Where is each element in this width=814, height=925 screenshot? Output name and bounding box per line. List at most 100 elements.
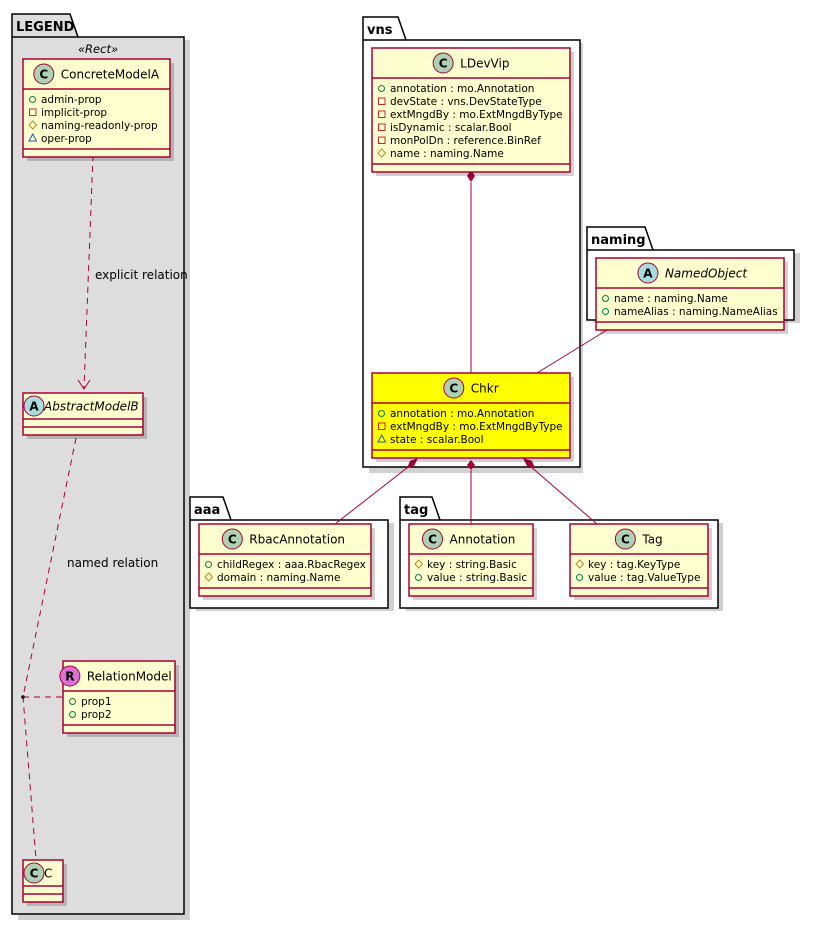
visibility-public-icon [69, 698, 76, 705]
visibility-protected-icon [377, 148, 387, 158]
class-kind-letter: A [29, 400, 39, 414]
attribute-text: devState : vns.DevStateType [390, 96, 542, 108]
attribute-row: admin-prop [29, 94, 102, 106]
visibility-protected-icon [28, 120, 38, 130]
visibility-public-icon [415, 574, 422, 581]
class-kind-letter: C [621, 533, 630, 547]
attribute-row: prop2 [69, 709, 112, 721]
visibility-public-icon [576, 574, 583, 581]
edges: explicit relation named relation [21, 154, 634, 886]
visibility-private-icon [378, 110, 386, 118]
class-name: Tag [641, 533, 662, 547]
attribute-text: value : string.Basic [427, 572, 527, 584]
class-kind-letter: C [439, 57, 448, 71]
visibility-public-icon [29, 96, 36, 103]
class-icon [221, 528, 243, 550]
attribute-text: annotation : mo.Annotation [390, 408, 534, 420]
visibility-public-icon [378, 410, 385, 417]
attribute-text: domain : naming.Name [217, 572, 340, 584]
class-name: NamedObject [665, 267, 748, 281]
attribute-text: nameAlias : naming.NameAlias [614, 306, 778, 318]
attribute-row: oper-prop [28, 132, 92, 145]
attribute-row: implicit-prop [29, 107, 107, 119]
class-name: C [44, 867, 52, 881]
attribute-text: value : tag.ValueType [588, 572, 700, 584]
composition-diamond-rbac [407, 458, 418, 468]
attribute-row: annotation : mo.Annotation [378, 83, 534, 95]
attribute-row: prop1 [69, 696, 112, 708]
attribute-row: name : naming.Name [377, 148, 504, 160]
relation-class-icon [59, 665, 81, 687]
class-ldevvip[interactable]: C LDevVip annotation : mo.AnnotationdevSta… [371, 47, 574, 176]
abstract-class-icon [23, 395, 45, 417]
visibility-public-icon [602, 308, 609, 315]
class-kind-letter: C [30, 867, 39, 881]
label-explicit-relation: explicit relation [95, 268, 188, 282]
class-kind-letter: C [449, 382, 458, 396]
attribute-text: extMngdBy : mo.ExtMngdByType [390, 109, 563, 121]
attribute-row: name : naming.Name [602, 293, 728, 305]
visibility-private-icon [378, 97, 386, 105]
edge-chkr-tag[interactable] [529, 465, 598, 525]
attribute-text: isDynamic : scalar.Bool [390, 122, 512, 134]
attribute-row: devState : vns.DevStateType [378, 96, 542, 108]
attribute-row: domain : naming.Name [204, 572, 340, 584]
attribute-row: extMngdBy : mo.ExtMngdByType [378, 421, 563, 433]
visibility-protected-icon [414, 559, 424, 569]
package-label-legend: LEGEND [16, 20, 75, 35]
attribute-row: isDynamic : scalar.Bool [378, 122, 512, 134]
class-name: LDevVip [460, 57, 509, 71]
attribute-text: monPolDn : reference.BinRef [390, 135, 541, 147]
class-icon [443, 377, 465, 399]
attribute-text: key : string.Basic [427, 559, 517, 571]
legend-stereotype: «Rect» [78, 42, 118, 56]
visibility-package-icon [377, 433, 387, 443]
attribute-text: key : tag.KeyType [588, 559, 680, 571]
edge-chkr-rbac[interactable] [334, 463, 413, 525]
visibility-public-icon [69, 711, 76, 718]
class-icon [23, 862, 45, 884]
class-icon [422, 528, 443, 550]
class-kind-letter: C [428, 533, 437, 547]
visibility-package-icon [28, 132, 38, 142]
package-label-naming: naming [591, 233, 646, 248]
attribute-row: monPolDn : reference.BinRef [378, 135, 541, 147]
class-name: Annotation [450, 533, 516, 547]
visibility-private-icon [378, 422, 386, 430]
attribute-text: annotation : mo.Annotation [390, 83, 534, 95]
attribute-row: value : tag.ValueType [576, 572, 700, 584]
composition-diamond-ldevvip [467, 170, 475, 182]
attribute-row: value : string.Basic [415, 572, 527, 584]
class-icon [432, 52, 454, 74]
visibility-private-icon [378, 136, 386, 144]
class-kind-letter: C [228, 533, 237, 547]
class-name: Chkr [471, 382, 499, 396]
class-name: RelationModel [87, 670, 172, 684]
class-name: AbstractModelB [43, 400, 139, 414]
edge-explicit-relation[interactable] [83, 154, 94, 389]
attribute-row: nameAlias : naming.NameAlias [602, 306, 778, 318]
attribute-row: state : scalar.Bool [377, 433, 484, 446]
label-named-relation: named relation [67, 556, 158, 570]
class-abstract-model-b[interactable]: A AbstractModelB [22, 392, 147, 439]
attribute-text: oper-prop [41, 133, 92, 145]
package-label-tag: tag [404, 503, 428, 518]
attribute-row: childRegex : aaa.RbacRegex [205, 559, 366, 571]
composition-diamond-tag [523, 458, 535, 468]
class-chkr[interactable]: C Chkr annotation : mo.AnnotationextMngdBy… [371, 372, 574, 462]
attribute-text: name : naming.Name [614, 293, 728, 305]
abstract-class-icon [637, 262, 659, 284]
attribute-text: prop1 [81, 696, 112, 708]
visibility-private-icon [378, 123, 386, 131]
composition-diamond-annotation [467, 460, 475, 470]
attribute-text: admin-prop [41, 94, 102, 106]
